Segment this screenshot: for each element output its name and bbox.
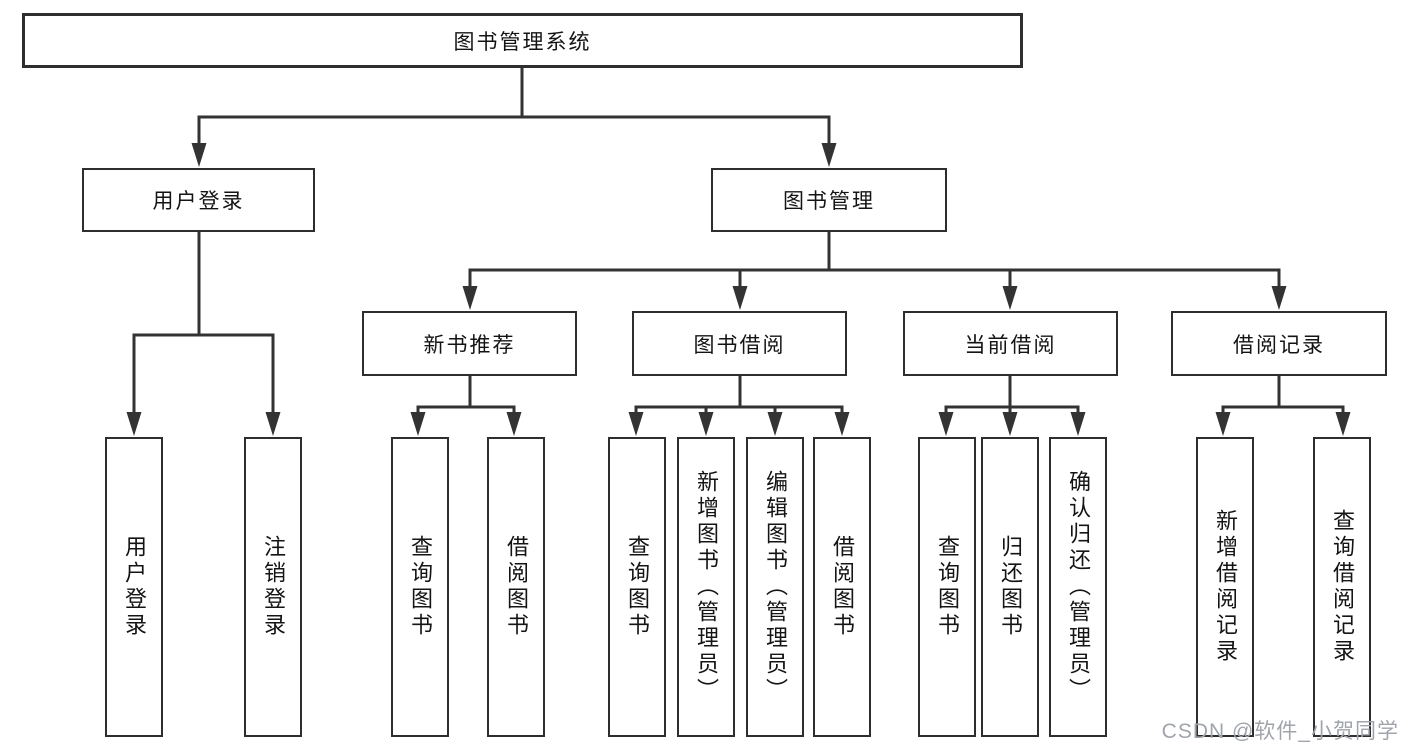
node-leaf-borrow-borrow-books: 借阅图书	[813, 437, 871, 737]
node-book-borrow: 图书借阅	[632, 311, 847, 376]
node-leaf-records-add-record: 新增借阅记录	[1196, 437, 1254, 737]
node-leaf-logout: 注销登录	[244, 437, 302, 737]
node-leaf-current-return-books: 归还图书	[981, 437, 1039, 737]
node-leaf-borrow-edit-books-admin: 编辑图书（管理员）	[746, 437, 804, 737]
node-book-management: 图书管理	[711, 168, 947, 232]
arrowheads	[126, 143, 1351, 436]
node-new-book-recommend: 新书推荐	[362, 311, 577, 376]
node-borrow-records: 借阅记录	[1171, 311, 1387, 376]
node-leaf-newbook-borrow-books: 借阅图书	[487, 437, 545, 737]
node-current-borrow: 当前借阅	[903, 311, 1118, 376]
node-leaf-borrow-add-books-admin: 新增图书（管理员）	[677, 437, 735, 737]
node-user-login: 用户登录	[82, 168, 315, 232]
csdn-watermark: CSDN @软件_小贺同学	[1161, 720, 1399, 743]
node-leaf-current-query-books: 查询图书	[918, 437, 976, 737]
node-leaf-user-login: 用户登录	[105, 437, 163, 737]
node-library-system: 图书管理系统	[22, 13, 1023, 68]
node-leaf-newbook-query-books: 查询图书	[391, 437, 449, 737]
node-leaf-borrow-query-books: 查询图书	[608, 437, 666, 737]
node-leaf-records-query-record: 查询借阅记录	[1313, 437, 1371, 737]
node-leaf-current-confirm-return-admin: 确认归还（管理员）	[1049, 437, 1107, 737]
